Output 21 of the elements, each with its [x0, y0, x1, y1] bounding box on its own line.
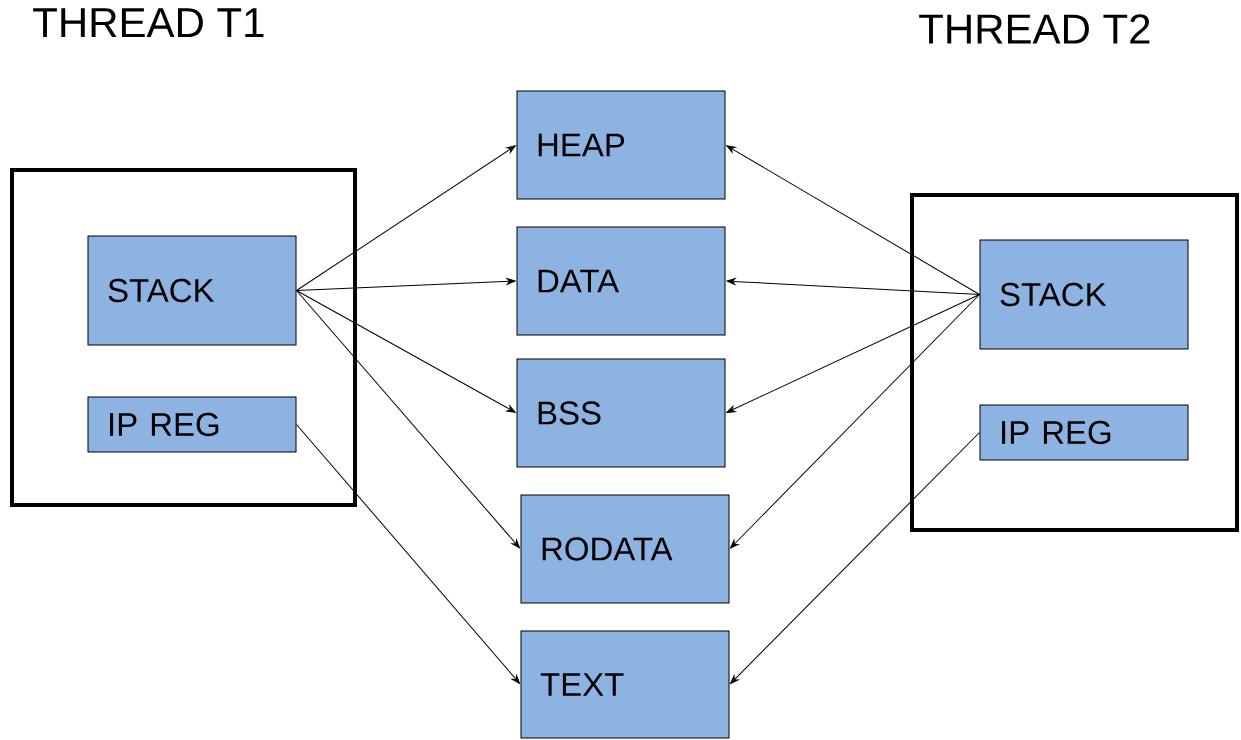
segment-box: HEAP [516, 90, 726, 200]
thread-title: THREAD T1 [33, 8, 264, 38]
arrow [296, 278, 516, 291]
arrow [730, 432, 980, 684]
arrow [726, 294, 980, 413]
arrow [730, 294, 980, 549]
segment-box: BSS [516, 358, 726, 468]
thread-title: THREAD T2 [919, 14, 1150, 44]
arrow [726, 278, 980, 295]
segment-box: DATA [516, 226, 726, 336]
arrow [726, 145, 980, 295]
segment-box: RODATA [520, 494, 730, 604]
segment-box: IP REG [87, 396, 297, 453]
segment-box: STACK [979, 239, 1189, 350]
arrow [296, 290, 521, 549]
segment-box: IP REG [979, 404, 1189, 461]
segment-box: TEXT [520, 630, 730, 739]
segment-box: STACK [87, 235, 297, 346]
arrow [296, 424, 521, 684]
arrow [296, 290, 516, 413]
arrow [296, 145, 516, 291]
